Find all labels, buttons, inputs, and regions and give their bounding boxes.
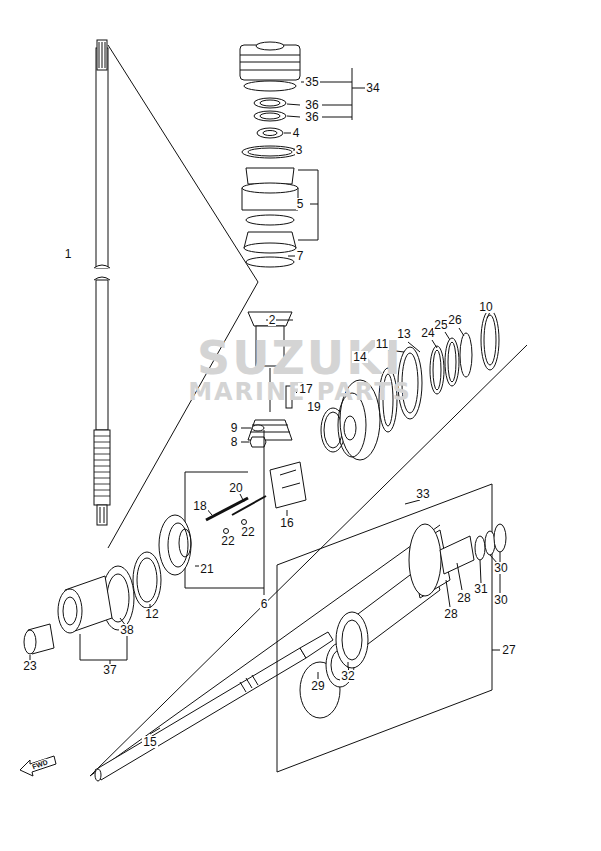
callout-number: 18 [192, 500, 207, 512]
callout-number: 20 [228, 482, 243, 494]
callout-number: 2 [268, 314, 277, 326]
callout-number: 29 [310, 680, 325, 692]
callout-number: 16 [279, 517, 294, 529]
callout-number: 19 [306, 401, 321, 413]
callout-number: 27 [501, 644, 516, 656]
callout-number: 8 [230, 436, 239, 448]
callout-number: 22 [240, 526, 255, 538]
callout-number: 7 [296, 250, 305, 262]
callout-number: 28 [443, 608, 458, 620]
callout-number: 22 [220, 535, 235, 547]
callout-number: 30 [493, 562, 508, 574]
callout-number: 31 [473, 583, 488, 595]
callout-number: 4 [292, 127, 301, 139]
callout-number: 36 [304, 111, 319, 123]
direction-label: FWD [31, 758, 48, 770]
callout-number: 11 [375, 338, 389, 350]
callout-number: 13 [396, 328, 411, 340]
callout-number: 33 [415, 488, 430, 500]
watermark: SUZUKI [197, 335, 403, 381]
callout-number: 34 [365, 82, 380, 94]
callout-number: 21 [199, 563, 214, 575]
callout-number: 32 [340, 670, 355, 682]
callout-number: 14 [352, 351, 367, 363]
callout-number: 30 [493, 594, 508, 606]
callout-number: 28 [456, 592, 471, 604]
callout-number: 3 [295, 144, 304, 156]
callout-number: 35 [304, 76, 319, 88]
callout-number: 12 [144, 608, 159, 620]
callout-number: 6 [260, 598, 269, 610]
callout-number: 1 [64, 248, 73, 260]
callout-number: 26 [447, 314, 462, 326]
callout-number: 17 [298, 383, 313, 395]
callout-number: 36 [304, 99, 319, 111]
callout-number: 37 [102, 664, 117, 676]
callout-number: 9 [230, 422, 239, 434]
callout-number: 10 [478, 301, 493, 313]
callout-number: 15 [142, 736, 157, 748]
callout-number: 38 [119, 624, 134, 636]
callout-number: 23 [22, 660, 37, 672]
callout-number: 5 [296, 198, 305, 210]
